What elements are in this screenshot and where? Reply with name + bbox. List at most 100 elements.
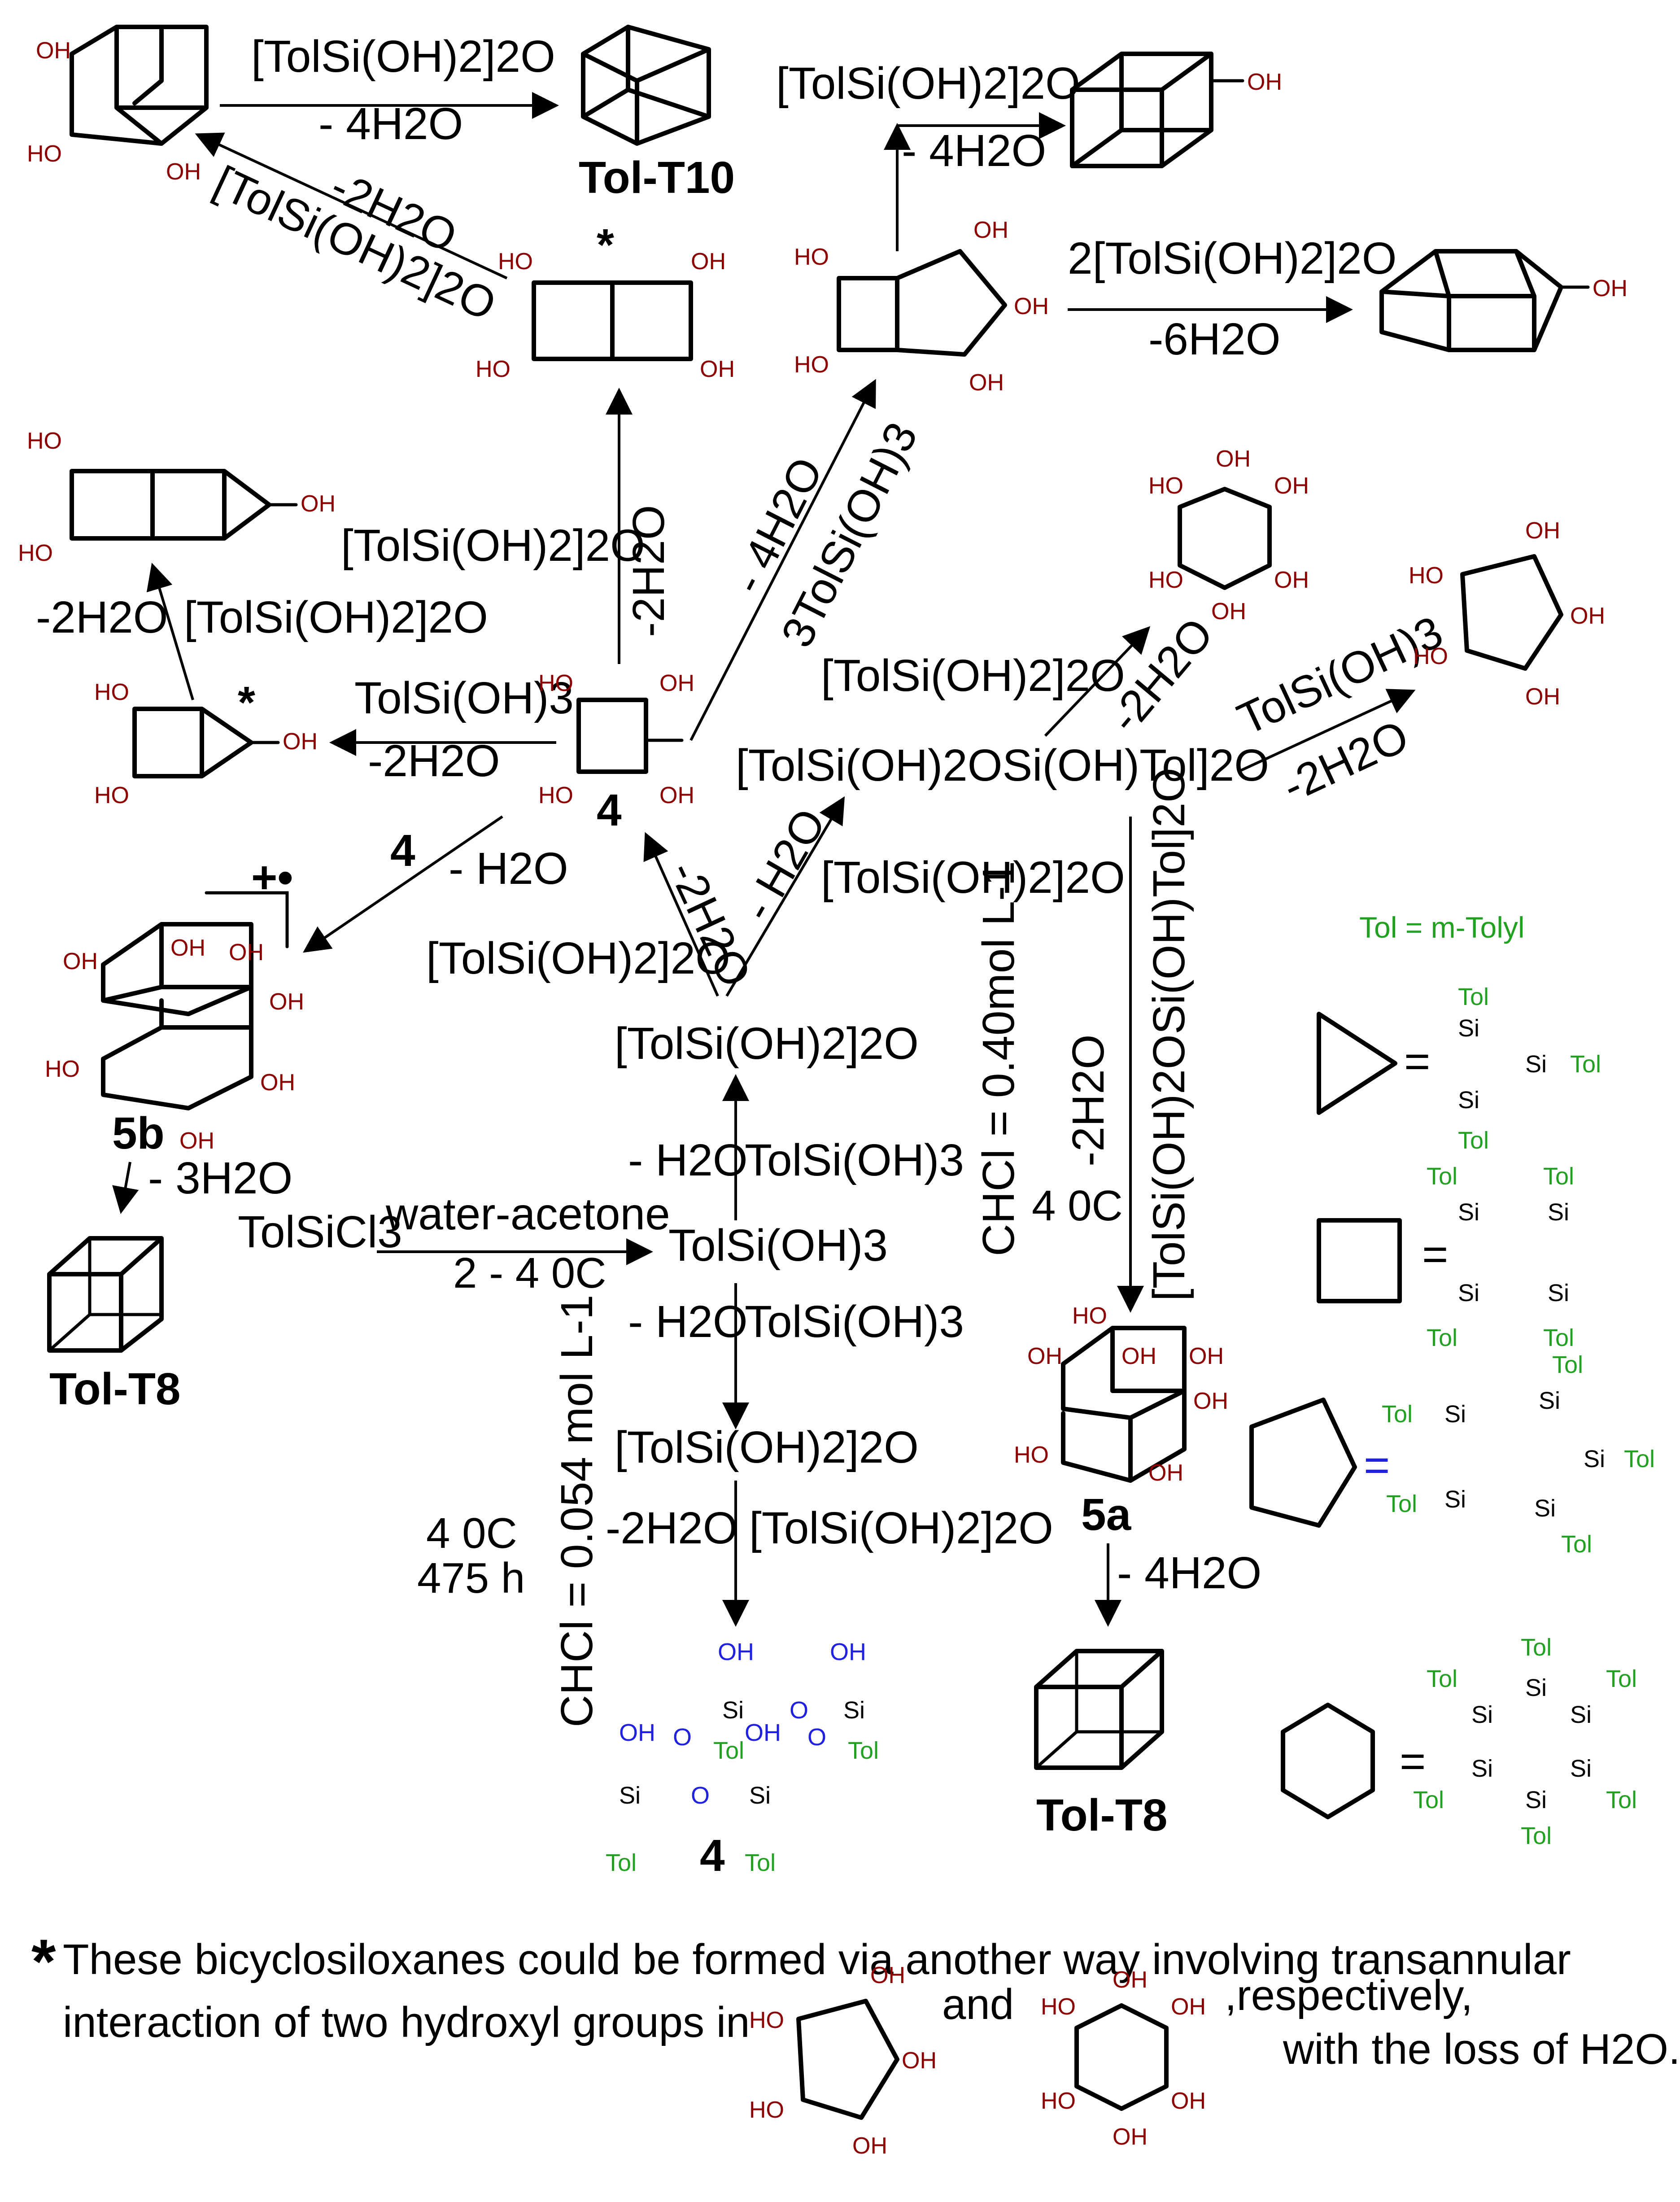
reagent-disiloxanediol: [TolSi(OH)2]2O xyxy=(821,852,1125,903)
water-loss: - 3H2O xyxy=(148,1153,292,1203)
si-atom: Si xyxy=(1548,1280,1569,1306)
reagent-disiloxanediol: [TolSi(OH)2]2O xyxy=(251,31,555,82)
ho-label: HO xyxy=(794,352,829,378)
label-tol-t8-right: Tol-T8 xyxy=(1036,1790,1168,1840)
star-marker: * xyxy=(597,220,614,270)
reaction-arrow xyxy=(643,832,719,997)
o-atom: O xyxy=(691,1782,710,1809)
oh-label: OH xyxy=(1216,446,1251,472)
footnote-pentagon: HO OH OH HO OH xyxy=(749,1962,937,2159)
ho-label: HO xyxy=(498,249,533,275)
ho-label: HO xyxy=(94,782,129,808)
si-atom: Si xyxy=(1471,1701,1493,1728)
tol-group: Tol xyxy=(1382,1401,1413,1428)
oh-label: OH xyxy=(36,38,71,64)
svg-text:=: = xyxy=(1404,1036,1430,1087)
label-compound-5b: 5b xyxy=(112,1108,165,1158)
large-cage-oh: OH xyxy=(1379,249,1628,352)
reagent-disiloxanediol: [TolSi(OH)2]2O xyxy=(821,651,1125,701)
legend-square: = Tol Tol Si Si Si Si Tol Tol xyxy=(1317,1163,1574,1351)
oh-label: OH xyxy=(229,939,264,966)
oh-label: OH xyxy=(1274,473,1309,499)
oh-label: OH xyxy=(969,370,1004,396)
tol-group: Tol xyxy=(1606,1665,1637,1692)
tol-group: Tol xyxy=(1561,1531,1592,1558)
svg-text:=: = xyxy=(1364,1440,1390,1490)
si-atom: Si xyxy=(1570,1701,1592,1728)
tol-group: Tol xyxy=(1521,1634,1552,1661)
si-atom: Si xyxy=(619,1782,641,1809)
water-loss: - 4H2O xyxy=(319,99,463,149)
compound-4-cyclotetrasiloxane: OH OH Si O Si O O Tol Tol OH OH Si O Si … xyxy=(606,1638,879,1876)
water-loss: -2H2O xyxy=(36,592,168,642)
si-atom: Si xyxy=(1458,1015,1479,1042)
reaction-arrow xyxy=(1044,626,1151,737)
reactant-4: 4 xyxy=(390,826,415,876)
reagent-silanetriol: TolSi(OH)3 xyxy=(354,673,574,723)
tol-group: Tol xyxy=(1552,1351,1583,1378)
product-silanetriol: TolSi(OH)3 xyxy=(668,1220,888,1271)
oh-label: OH xyxy=(1171,1994,1206,2020)
tol-group: Tol xyxy=(1570,1051,1601,1078)
oh-label: OH xyxy=(166,159,201,185)
compound-4-square: HO OH HO OH xyxy=(538,670,694,808)
legend-hexagon: = Si Si Si Si Si Si Tol Tol Tol Tol Tol … xyxy=(1281,1634,1637,1849)
water-loss: - 4H2O xyxy=(902,126,1046,176)
water-loss: - H2O xyxy=(628,1135,748,1185)
oh-label: OH xyxy=(179,1128,214,1154)
oh-label: OH xyxy=(1525,518,1560,544)
oh-label: OH xyxy=(830,1638,866,1665)
si-atom: Si xyxy=(1534,1495,1556,1522)
oh-label: OH xyxy=(1113,1967,1148,1993)
oh-label: OH xyxy=(852,2133,887,2159)
tricyclic-square-square-triangle: HO HO OH xyxy=(18,428,336,566)
reaction-arrow xyxy=(112,1162,139,1214)
reagent-two-disiloxanediol: 2[TolSi(OH)2]2O xyxy=(1068,233,1397,284)
o-atom: O xyxy=(673,1724,692,1751)
oh-label: OH xyxy=(1189,1343,1224,1369)
label-tol-t10: Tol-T10 xyxy=(579,153,735,203)
reagent-silanetriol: TolSi(OH)3 xyxy=(745,1297,964,1347)
ho-label: HO xyxy=(538,782,573,808)
tol-group: Tol xyxy=(713,1737,744,1764)
reagent-disiloxanediol: [TolSi(OH)2]2O xyxy=(341,520,645,571)
ho-label: HO xyxy=(94,679,129,705)
oh-label: OH xyxy=(1525,684,1560,710)
open-cage-tetrol: OH HO OH xyxy=(27,25,209,185)
si-atom: Si xyxy=(1539,1387,1560,1414)
o-atom: O xyxy=(790,1697,808,1724)
ho-label: HO xyxy=(1072,1303,1107,1329)
ho-label: HO xyxy=(1041,1994,1076,2020)
oh-label: OH xyxy=(745,1719,781,1746)
oh-label: OH xyxy=(691,249,726,275)
si-atom: Si xyxy=(1525,1051,1547,1078)
footnote-line1: These bicyclosiloxanes could be formed v… xyxy=(63,1935,1571,1984)
ho-label: HO xyxy=(1413,643,1448,669)
water-loss: -2H2O xyxy=(606,1503,738,1553)
reagent-silanetriol: TolSi(OH)3 xyxy=(745,1135,964,1185)
tol-group: Tol xyxy=(1427,1665,1457,1692)
footnote-line2: interaction of two hydroxyl groups in xyxy=(63,1998,750,2046)
oh-label: OH xyxy=(659,670,694,696)
oh-label: OH xyxy=(659,782,694,808)
tol-group: Tol xyxy=(1427,1324,1457,1351)
oh-label: OH xyxy=(283,729,318,755)
reagent-disiloxanediol: [TolSi(OH)2]2O xyxy=(184,592,488,642)
star-marker: * xyxy=(238,677,255,728)
oh-label: OH xyxy=(700,356,735,382)
condition-hcl-low: CHCl = 0.054 mol L-1 xyxy=(552,1295,602,1727)
oh-label: OH xyxy=(1211,599,1246,625)
oh-label: OH xyxy=(1570,603,1605,629)
water-loss: - H2O xyxy=(732,800,835,929)
reaction-arrow xyxy=(1237,689,1416,773)
tol-group: Tol xyxy=(1521,1822,1552,1849)
ho-label: HO xyxy=(749,2097,784,2123)
si-atom: Si xyxy=(1458,1087,1479,1114)
reaction-arrow xyxy=(725,796,845,997)
oh-label: OH xyxy=(1113,2124,1148,2150)
si-atom: Si xyxy=(1458,1199,1479,1226)
reagent-trichlorosilane: TolSiCl3 xyxy=(238,1207,402,1257)
ho-label: HO xyxy=(1409,563,1444,589)
oh-label: OH xyxy=(870,1962,905,1988)
ho-label: HO xyxy=(538,670,573,696)
